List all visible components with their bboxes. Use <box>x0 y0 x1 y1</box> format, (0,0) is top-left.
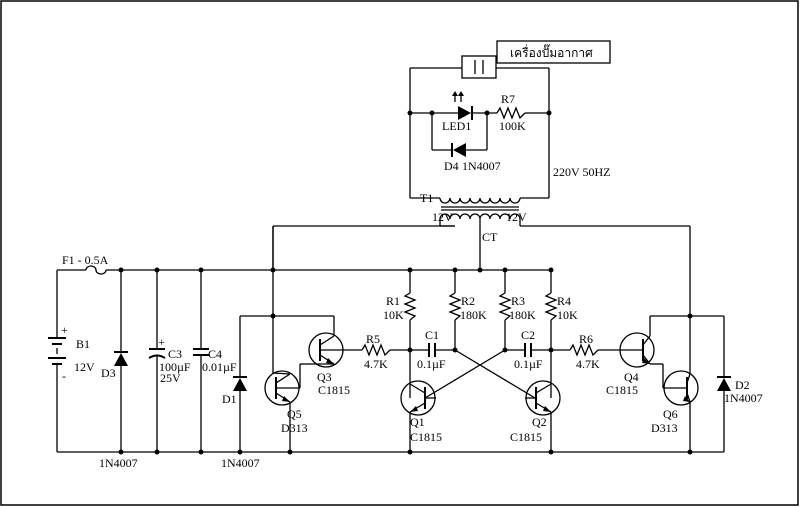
c3-symbol <box>148 348 166 359</box>
c3-value: 100µF <box>159 360 191 374</box>
q5-value: D313 <box>281 421 308 435</box>
led-symbol <box>452 91 473 120</box>
c1-value: 0.1µF <box>417 357 446 371</box>
title-box <box>496 40 611 64</box>
q3-symbol <box>299 331 362 388</box>
fuse-label: F1 - 0.5A <box>62 253 109 267</box>
d1-name: D1 <box>222 392 237 406</box>
q4-symbol <box>619 316 664 388</box>
q4-name: Q4 <box>624 370 639 384</box>
r1-name: R1 <box>386 294 400 308</box>
c1-name: C1 <box>425 328 439 342</box>
r2-symbol <box>448 292 462 321</box>
q5-name: Q5 <box>287 407 302 421</box>
c2-value: 0.1µF <box>514 357 543 371</box>
r1-value: 10K <box>383 308 404 322</box>
r2-name: R2 <box>461 294 475 308</box>
title-text: เครื่องปั๊มอากาศ <box>510 44 593 60</box>
r1-symbol <box>403 292 417 321</box>
d3-symbol <box>114 351 128 366</box>
t1-right-tap: 12V <box>506 210 527 224</box>
b1-value: 12V <box>74 360 95 374</box>
pump-connector <box>461 55 497 79</box>
r3-name: R3 <box>511 294 525 308</box>
t1-label: T1 <box>420 191 433 205</box>
r2-value: 180K <box>460 308 487 322</box>
b1-minus: - <box>62 369 66 383</box>
q2-symbol <box>525 380 561 452</box>
c2-name: C2 <box>521 328 535 342</box>
q1-value: C1815 <box>410 430 442 444</box>
q6-symbol <box>663 370 699 452</box>
r3-value: 180K <box>509 308 536 322</box>
q4-value: C1815 <box>606 383 638 397</box>
d2-value: 1N4007 <box>724 391 763 405</box>
b1-name: B1 <box>76 337 90 351</box>
fuse-f1 <box>85 265 107 275</box>
c4-name: C4 <box>208 347 222 361</box>
c2-symbol <box>524 343 532 357</box>
r4-value: 10K <box>557 308 578 322</box>
r5-value: 4.7K <box>364 357 388 371</box>
c1-symbol <box>428 343 436 357</box>
d1-symbol <box>233 376 247 391</box>
q2-value: C1815 <box>510 430 542 444</box>
r4-name: R4 <box>557 294 571 308</box>
q3-name: Q3 <box>317 370 332 384</box>
r5-name: R5 <box>366 332 380 346</box>
d4-value: 1N4007 <box>462 159 501 173</box>
c4-symbol <box>193 348 209 356</box>
led1-label: LED1 <box>442 119 471 133</box>
q3-value: C1815 <box>318 383 350 397</box>
c3-voltage: 25V <box>160 371 181 385</box>
r5-symbol <box>361 343 391 357</box>
d2-name: D2 <box>735 378 750 392</box>
q6-name: Q6 <box>663 407 678 421</box>
d3-value: 1N4007 <box>99 456 138 470</box>
mains-label: 220V 50HZ <box>553 165 610 179</box>
d4-symbol <box>451 143 466 157</box>
r6-value: 4.7K <box>576 357 600 371</box>
t1-center-tap: CT <box>482 230 498 244</box>
c4-value: 0.01µF <box>202 360 237 374</box>
battery-b1 <box>48 337 66 365</box>
c3-plus: + <box>158 335 165 349</box>
r7-name: R7 <box>501 92 515 106</box>
q1-name: Q1 <box>410 415 425 429</box>
t1-left-tap: 12V <box>432 210 453 224</box>
d4-name: D4 <box>444 159 459 173</box>
r7-value: 100K <box>499 119 526 133</box>
r4-symbol <box>544 292 558 321</box>
d3-name: D3 <box>101 366 116 380</box>
d2-symbol <box>717 376 731 391</box>
q6-value: D313 <box>651 421 678 435</box>
r6-symbol <box>569 343 599 357</box>
b1-plus: + <box>61 323 68 337</box>
q2-name: Q2 <box>532 415 547 429</box>
r3-symbol <box>498 292 512 321</box>
c3-name: C3 <box>168 347 182 361</box>
r6-name: R6 <box>579 332 593 346</box>
q5-symbol <box>264 370 300 452</box>
q1-symbol <box>400 380 436 452</box>
r7-symbol <box>496 106 526 120</box>
d1-value: 1N4007 <box>221 456 260 470</box>
